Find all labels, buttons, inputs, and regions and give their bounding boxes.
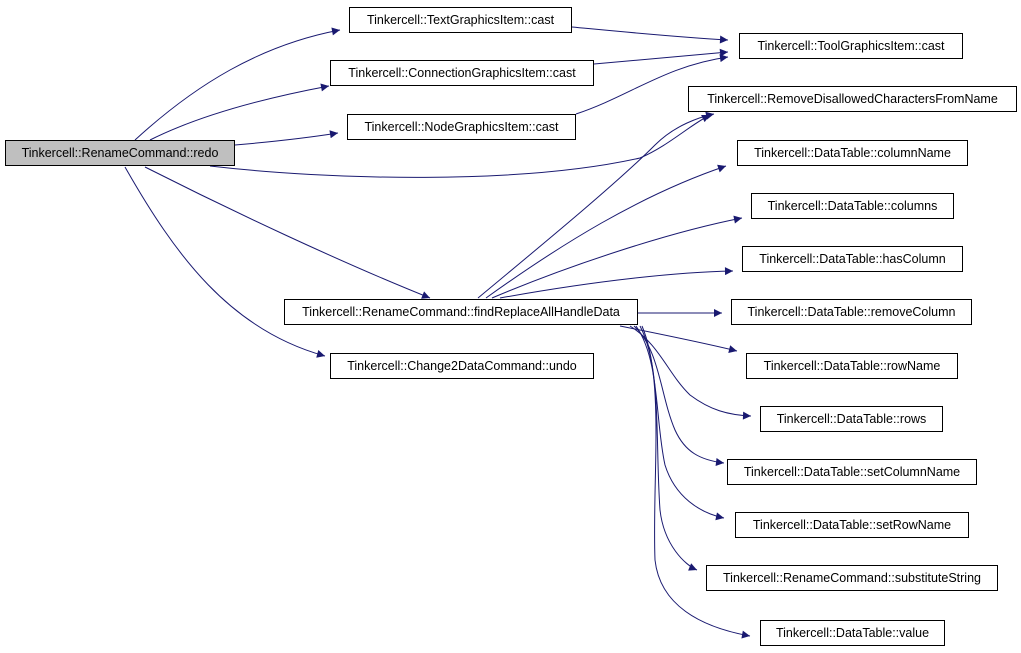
edge-find-replace-to-set-column-name xyxy=(633,325,725,466)
node-redo[interactable]: Tinkercell::RenameCommand::redo xyxy=(5,140,235,166)
node-columns[interactable]: Tinkercell::DataTable::columns xyxy=(751,193,954,219)
edge-find-replace-to-row-name xyxy=(619,325,738,353)
node-set-row-name[interactable]: Tinkercell::DataTable::setRowName xyxy=(735,512,969,538)
edge-find-replace-to-value xyxy=(641,325,751,639)
node-rows[interactable]: Tinkercell::DataTable::rows xyxy=(760,406,943,432)
edge-find-replace-to-column-name xyxy=(485,164,727,299)
node-find-replace[interactable]: Tinkercell::RenameCommand::findReplaceAl… xyxy=(284,299,638,325)
node-undo[interactable]: Tinkercell::Change2DataCommand::undo xyxy=(330,353,594,379)
edge-find-replace-to-columns xyxy=(491,215,743,299)
edge-redo-to-find-replace xyxy=(144,166,431,299)
node-text-cast[interactable]: Tinkercell::TextGraphicsItem::cast xyxy=(349,7,572,33)
edge-find-replace-to-rows xyxy=(629,325,752,420)
edge-redo-to-undo xyxy=(124,166,326,358)
node-conn-cast[interactable]: Tinkercell::ConnectionGraphicsItem::cast xyxy=(330,60,594,86)
edge-find-replace-to-remove-disallowed xyxy=(477,111,715,299)
edge-node-cast-to-tool-cast xyxy=(575,54,729,115)
edge-redo-to-text-cast xyxy=(134,27,341,141)
node-node-cast[interactable]: Tinkercell::NodeGraphicsItem::cast xyxy=(347,114,576,140)
edge-redo-to-remove-disallowed xyxy=(209,114,711,178)
edge-find-replace-to-substitute-string xyxy=(639,325,698,571)
node-has-column[interactable]: Tinkercell::DataTable::hasColumn xyxy=(742,246,963,272)
edge-text-cast-to-tool-cast xyxy=(571,26,729,44)
node-substitute-string[interactable]: Tinkercell::RenameCommand::substituteStr… xyxy=(706,565,998,591)
node-remove-column[interactable]: Tinkercell::DataTable::removeColumn xyxy=(731,299,972,325)
node-tool-cast[interactable]: Tinkercell::ToolGraphicsItem::cast xyxy=(739,33,963,59)
node-column-name[interactable]: Tinkercell::DataTable::columnName xyxy=(737,140,968,166)
edge-redo-to-conn-cast xyxy=(149,83,330,141)
edge-redo-to-node-cast xyxy=(234,130,339,146)
node-set-column-name[interactable]: Tinkercell::DataTable::setColumnName xyxy=(727,459,977,485)
node-row-name[interactable]: Tinkercell::DataTable::rowName xyxy=(746,353,958,379)
node-remove-disallowed[interactable]: Tinkercell::RemoveDisallowedCharactersFr… xyxy=(688,86,1017,112)
edge-find-replace-to-has-column xyxy=(499,267,734,299)
edge-conn-cast-to-tool-cast xyxy=(593,48,729,65)
node-value[interactable]: Tinkercell::DataTable::value xyxy=(760,620,945,646)
edge-find-replace-to-set-row-name xyxy=(635,325,725,521)
